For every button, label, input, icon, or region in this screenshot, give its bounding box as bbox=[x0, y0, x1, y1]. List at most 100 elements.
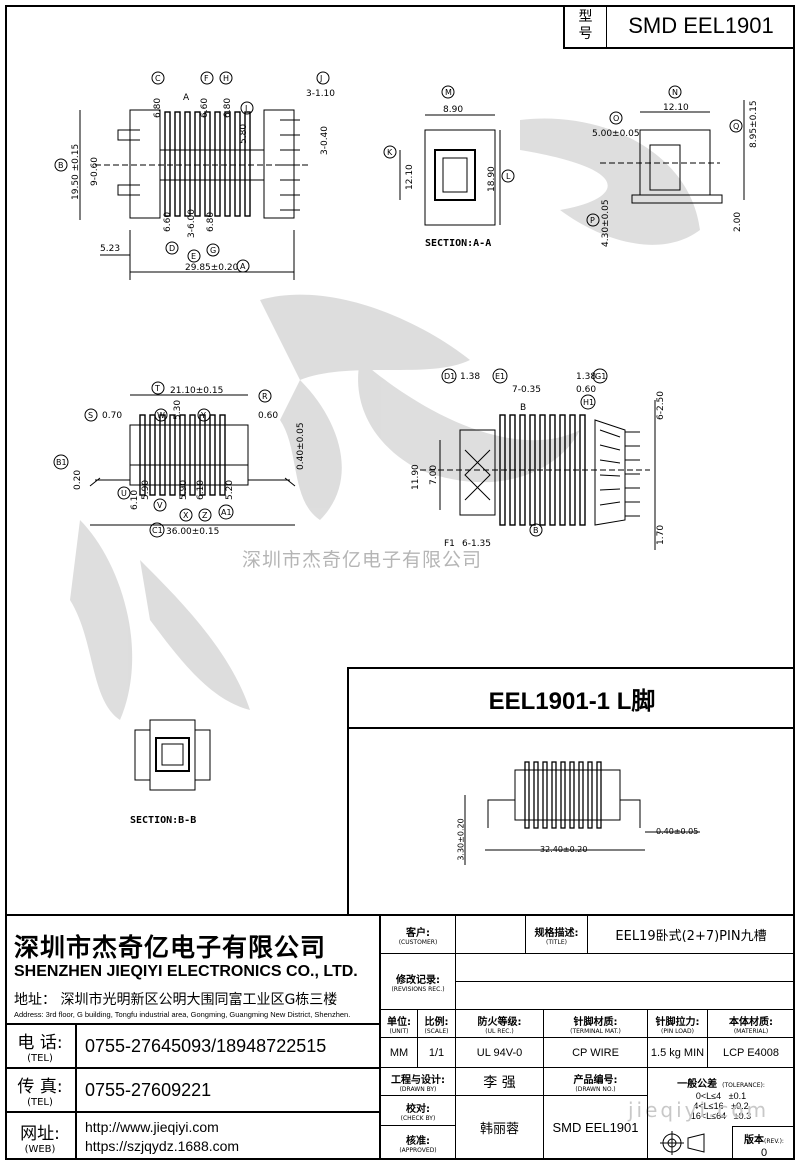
drawno-label: 产品编号:(DRAWN NO.) bbox=[544, 1068, 648, 1096]
customer-value bbox=[456, 916, 526, 954]
svg-text:J: J bbox=[319, 74, 322, 83]
section-bb-view bbox=[134, 719, 211, 791]
store-link[interactable]: https://szjqydz.1688.com bbox=[85, 1137, 240, 1154]
unit-label: 单位:(UNIT) bbox=[381, 1010, 418, 1038]
top-view-dims: 6.80 6.60 6.80 3-1.10 5.80 3-0.40 19.50 … bbox=[71, 89, 335, 273]
svg-text:6.80: 6.80 bbox=[153, 98, 163, 118]
svg-text:19.50 ±0.15: 19.50 ±0.15 bbox=[71, 144, 81, 200]
svg-text:3-0.40: 3-0.40 bbox=[320, 126, 330, 155]
svg-text:5.90: 5.90 bbox=[141, 480, 151, 500]
company-watermark: 深圳市杰奇亿电子有限公司 bbox=[242, 549, 483, 571]
lfoot-panel: EEL1901-1 L脚 bbox=[347, 667, 795, 915]
svg-text:0.60: 0.60 bbox=[258, 411, 278, 421]
svg-text:9-0.60: 9-0.60 bbox=[90, 157, 100, 186]
svg-text:29.85±0.20: 29.85±0.20 bbox=[185, 263, 239, 273]
web-label: 网址: (WEB) bbox=[5, 1113, 77, 1160]
svg-text:B: B bbox=[58, 161, 64, 170]
check-label: 校对:(CHECK BY) bbox=[381, 1096, 456, 1126]
svg-text:2.00: 2.00 bbox=[733, 212, 743, 232]
approved-value: 韩丽蓉 bbox=[456, 1096, 544, 1160]
callout-label: C bbox=[155, 74, 161, 83]
svg-text:H: H bbox=[223, 74, 229, 83]
tel-number: 0755-27645093/18948722515 bbox=[85, 1035, 327, 1056]
side-view-callouts: N O Q P 12.10 5.00±0.05 8.95±0.15 4.30±0… bbox=[586, 85, 759, 247]
address-cn: 地址： 深圳市光明新区公明大围同富工业区G栋三楼 bbox=[14, 992, 338, 1008]
section-bb-title: SECTION:B-B bbox=[130, 815, 197, 826]
svg-text:D: D bbox=[169, 244, 175, 253]
svg-text:Y: Y bbox=[200, 411, 206, 420]
side-view bbox=[600, 100, 745, 204]
fax-number: 0755-27609221 bbox=[85, 1079, 212, 1100]
svg-text:E1: E1 bbox=[495, 372, 505, 381]
svg-text:K: K bbox=[387, 148, 393, 157]
tolerance-row: 0<L≤4 ±0.1 bbox=[695, 1091, 747, 1101]
svg-text:F: F bbox=[204, 74, 209, 83]
material-label: 本体材质:(MATERIAL) bbox=[708, 1010, 795, 1038]
revision-row-1 bbox=[456, 954, 795, 982]
svg-text:0.40±0.05: 0.40±0.05 bbox=[296, 422, 306, 470]
technical-drawing: C F H J I B D E G A A 6.80 6.60 6.80 3-1… bbox=[53, 71, 759, 865]
version-value: 0 bbox=[760, 1147, 768, 1159]
title-block-divider bbox=[379, 914, 381, 1160]
svg-text:0.20: 0.20 bbox=[73, 470, 83, 490]
projection-symbol-icon bbox=[660, 1131, 705, 1155]
scale-label: 比例:(SCALE) bbox=[418, 1010, 456, 1038]
svg-text:A: A bbox=[240, 262, 246, 271]
tel-row: 电 话: (TEL) 0755-27645093/18948722515 bbox=[5, 1023, 379, 1067]
svg-text:6.60: 6.60 bbox=[163, 212, 173, 232]
svg-text:6-2.50: 6-2.50 bbox=[656, 391, 666, 420]
revision-row-2 bbox=[456, 982, 795, 1010]
address-en: Address: 3rd floor, G building, Tongfu i… bbox=[14, 1010, 351, 1019]
svg-text:C1: C1 bbox=[152, 526, 163, 535]
svg-text:18.90: 18.90 bbox=[487, 166, 497, 192]
svg-text:M: M bbox=[445, 88, 452, 97]
fax-row: 传 真: (TEL) 0755-27609221 bbox=[5, 1067, 379, 1111]
svg-text:7-0.35: 7-0.35 bbox=[512, 385, 541, 395]
web-links: http://www.jieqiyi.com https://szjqydz.1… bbox=[77, 1113, 379, 1160]
svg-text:5.20: 5.20 bbox=[225, 480, 235, 500]
svg-text:1.38: 1.38 bbox=[576, 372, 596, 382]
svg-text:O: O bbox=[613, 114, 619, 123]
svg-text:D1: D1 bbox=[444, 372, 455, 381]
approved-label: 核准:(APPROVED) bbox=[381, 1126, 456, 1160]
svg-text:8.95±0.15: 8.95±0.15 bbox=[749, 100, 759, 148]
svg-text:7.00: 7.00 bbox=[429, 465, 439, 485]
tel-label: 电 话: (TEL) bbox=[5, 1025, 77, 1067]
svg-text:3-6.00: 3-6.00 bbox=[187, 209, 197, 238]
company-name-en: SHENZHEN JIEQIYI ELECTRONICS CO., LTD. bbox=[14, 963, 358, 980]
svg-text:W: W bbox=[157, 411, 165, 420]
svg-text:12.10: 12.10 bbox=[663, 103, 689, 113]
section-mark-b: B bbox=[520, 403, 526, 413]
model-number: SMD EEL1901 bbox=[628, 13, 774, 38]
terminal-label: 针脚材质:(TERMINAL MAT.) bbox=[544, 1010, 648, 1038]
svg-text:4.30±0.05: 4.30±0.05 bbox=[601, 199, 611, 247]
svg-text:Q: Q bbox=[733, 122, 739, 131]
svg-text:F1: F1 bbox=[444, 539, 455, 549]
svg-text:G1: G1 bbox=[595, 372, 606, 381]
svg-text:21.10±0.15: 21.10±0.15 bbox=[170, 386, 223, 396]
front-view bbox=[89, 394, 296, 526]
svg-text:X: X bbox=[183, 511, 189, 520]
tolerance-cell: 一般公差 (TOLERANCE): 0<L≤4 ±0.1 4<L≤16 ±0.2… bbox=[648, 1068, 795, 1160]
lfoot-dim-height: 3.30±0.20 bbox=[456, 818, 466, 861]
svg-text:U: U bbox=[121, 489, 127, 498]
svg-text:0.60: 0.60 bbox=[576, 385, 596, 395]
website-link[interactable]: http://www.jieqiyi.com bbox=[85, 1118, 219, 1135]
svg-text:3-1.10: 3-1.10 bbox=[306, 89, 335, 99]
customer-label: 客户:(CUSTOMER) bbox=[381, 916, 456, 954]
svg-text:E: E bbox=[191, 252, 196, 261]
svg-text:1.70: 1.70 bbox=[656, 525, 666, 545]
svg-text:H1: H1 bbox=[583, 398, 594, 407]
svg-text:5.00±0.05: 5.00±0.05 bbox=[592, 129, 640, 139]
material-value: LCP E4008 bbox=[708, 1038, 795, 1068]
lfoot-dim-thickness: 0.40±0.05 bbox=[656, 827, 699, 836]
version-cell: 版本(REV.): 0 bbox=[732, 1126, 795, 1160]
section-mark-a: A bbox=[183, 93, 190, 103]
svg-text:5.23: 5.23 bbox=[100, 244, 120, 254]
svg-text:6-1.35: 6-1.35 bbox=[462, 539, 491, 549]
scale-value: 1/1 bbox=[418, 1038, 456, 1068]
tolerance-row: 4<L≤16 ±0.2 bbox=[693, 1101, 749, 1111]
section-aa-title: SECTION:A-A bbox=[425, 238, 492, 249]
pinload-value: 1.5 kg MIN bbox=[648, 1038, 708, 1068]
fax-label: 传 真: (TEL) bbox=[5, 1069, 77, 1111]
